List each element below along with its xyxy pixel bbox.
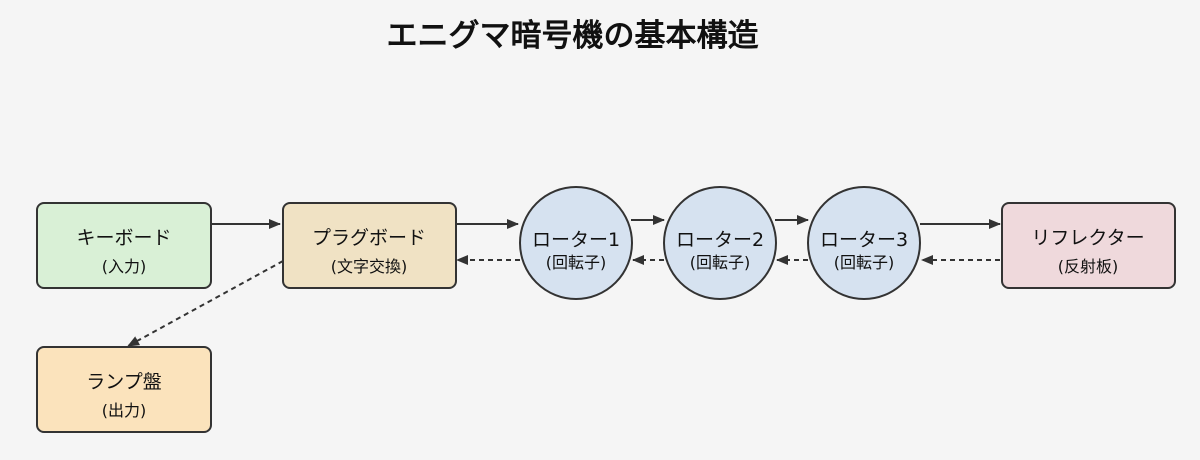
lampboard-label: ランプ盤 <box>86 371 161 393</box>
plugboard-label: プラグボード <box>312 227 426 249</box>
node-rotor2: ローター2 (回転子) <box>663 186 777 300</box>
rotor3-circle <box>807 186 921 300</box>
node-rotor3: ローター3 (回転子) <box>807 186 921 300</box>
keyboard-box <box>36 202 212 289</box>
lampboard-sublabel: (出力) <box>102 401 147 420</box>
reflector-box <box>1001 202 1176 289</box>
rotor3-label: ローター3 <box>820 229 908 251</box>
node-lampboard: ランプ盤 (出力) <box>36 346 212 433</box>
diagram-title: エニグマ暗号機の基本構造 <box>386 18 759 54</box>
rotor1-label: ローター1 <box>532 229 620 251</box>
lampboard-box <box>36 346 212 433</box>
rotor1-sublabel: (回転子) <box>546 253 607 272</box>
edge-plugboard-to-lampboard <box>127 260 284 347</box>
keyboard-label: キーボード <box>76 227 171 249</box>
node-plugboard: プラグボード (文字交換) <box>282 202 457 289</box>
rotor2-sublabel: (回転子) <box>690 253 751 272</box>
rotor1-circle <box>519 186 633 300</box>
rotor2-label: ローター2 <box>676 229 764 251</box>
reflector-sublabel: (反射板) <box>1058 257 1119 276</box>
keyboard-sublabel: (入力) <box>102 257 147 276</box>
node-rotor1: ローター1 (回転子) <box>519 186 633 300</box>
node-reflector: リフレクター (反射板) <box>1001 202 1176 289</box>
node-keyboard: キーボード (入力) <box>36 202 212 289</box>
plugboard-sublabel: (文字交換) <box>331 257 408 276</box>
rotor2-circle <box>663 186 777 300</box>
edges <box>127 215 1001 347</box>
plugboard-box <box>282 202 457 289</box>
reflector-label: リフレクター <box>1031 227 1144 249</box>
rotor3-sublabel: (回転子) <box>834 253 895 272</box>
